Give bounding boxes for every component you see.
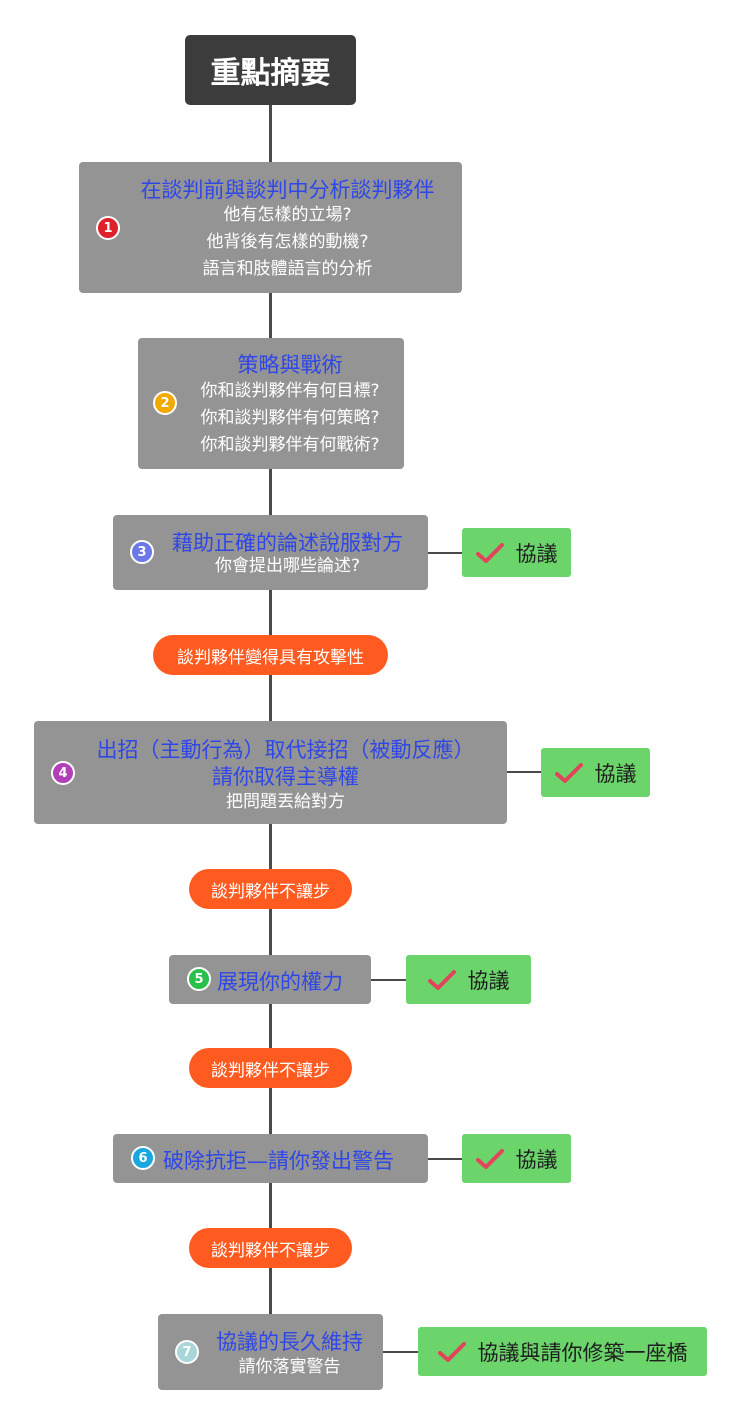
step-detail: 語言和肢體語言的分析: [202, 259, 373, 279]
step-title: 出招（主動行為）取代接招（被動反應）: [96, 738, 475, 762]
warning-pill[interactable]: 談判夥伴不讓步: [189, 869, 352, 909]
step-number-badge: 4: [51, 761, 75, 785]
step-node-7[interactable]: 7 協議的長久維持 請你落實警告: [158, 1314, 383, 1390]
step-detail: 你和談判夥伴有何戰術?: [200, 435, 380, 455]
check-icon: [554, 762, 583, 783]
step-detail: 你會提出哪些論述?: [214, 556, 361, 576]
step-number-badge: 1: [96, 216, 120, 240]
connector-line: [507, 771, 542, 773]
step-title: 展現你的權力: [217, 970, 343, 994]
warning-label: 談判夥伴變得具有攻擊性: [177, 647, 364, 668]
agreement-box[interactable]: 協議: [541, 748, 650, 797]
connector-line: [428, 552, 463, 554]
connector-line: [428, 1158, 463, 1160]
step-node-1[interactable]: 1 在談判前與談判中分析談判夥伴 他有怎樣的立場? 他背後有怎樣的動機? 語言和…: [79, 162, 462, 293]
connector-line: [371, 979, 407, 981]
agreement-label: 協議: [515, 541, 558, 566]
step-node-5[interactable]: 5 展現你的權力: [169, 955, 371, 1004]
check-icon: [475, 542, 504, 563]
agreement-label: 協議: [594, 761, 637, 786]
step-detail: 請你落實警告: [238, 1357, 341, 1377]
connector-line: [383, 1351, 419, 1353]
warning-label: 談判夥伴不讓步: [211, 1060, 330, 1081]
warning-pill[interactable]: 談判夥伴不讓步: [189, 1048, 352, 1088]
step-node-4[interactable]: 4 出招（主動行為）取代接招（被動反應） 請你取得主導權 把問題丟給對方: [34, 721, 507, 824]
root-topic[interactable]: 重點摘要: [185, 35, 356, 105]
warning-pill[interactable]: 談判夥伴不讓步: [189, 1228, 352, 1268]
step-detail: 你和談判夥伴有何目標?: [200, 381, 380, 401]
agreement-label: 協議: [467, 968, 510, 993]
agreement-box[interactable]: 協議: [462, 1134, 571, 1183]
step-detail: 他背後有怎樣的動機?: [206, 232, 369, 252]
check-icon: [475, 1148, 504, 1169]
check-icon: [437, 1341, 466, 1362]
check-icon: [427, 969, 456, 990]
agreement-label: 協議與請你修築一座橋: [477, 1340, 688, 1365]
warning-label: 談判夥伴不讓步: [211, 1240, 330, 1261]
step-title: 破除抗拒—請你發出警告: [163, 1149, 394, 1173]
step-node-6[interactable]: 6 破除抗拒—請你發出警告: [113, 1134, 428, 1183]
step-detail: 他有怎樣的立場?: [223, 205, 352, 225]
step-title: 協議的長久維持: [216, 1330, 363, 1354]
step-detail: 把問題丟給對方: [226, 792, 345, 812]
step-title: 策略與戰術: [237, 353, 343, 377]
step-number-badge: 2: [153, 391, 177, 415]
warning-pill[interactable]: 談判夥伴變得具有攻擊性: [153, 635, 388, 675]
agreement-box[interactable]: 協議: [462, 528, 571, 577]
step-number-badge: 5: [187, 967, 211, 991]
step-number-badge: 6: [131, 1146, 155, 1170]
agreement-box[interactable]: 協議與請你修築一座橋: [418, 1327, 707, 1376]
step-detail: 你和談判夥伴有何策略?: [200, 408, 380, 428]
agreement-box[interactable]: 協議: [406, 955, 531, 1004]
step-title: 藉助正確的論述說服對方: [172, 531, 403, 555]
step-node-3[interactable]: 3 藉助正確的論述說服對方 你會提出哪些論述?: [113, 515, 428, 590]
agreement-label: 協議: [515, 1147, 558, 1172]
step-number-badge: 3: [130, 540, 154, 564]
step-title: 在談判前與談判中分析談判夥伴: [140, 178, 435, 202]
step-number-badge: 7: [175, 1340, 199, 1364]
root-title: 重點摘要: [210, 56, 331, 91]
step-node-2[interactable]: 2 策略與戰術 你和談判夥伴有何目標? 你和談判夥伴有何策略? 你和談判夥伴有何…: [138, 338, 404, 469]
step-title: 請你取得主導權: [212, 765, 359, 789]
warning-label: 談判夥伴不讓步: [211, 881, 330, 902]
